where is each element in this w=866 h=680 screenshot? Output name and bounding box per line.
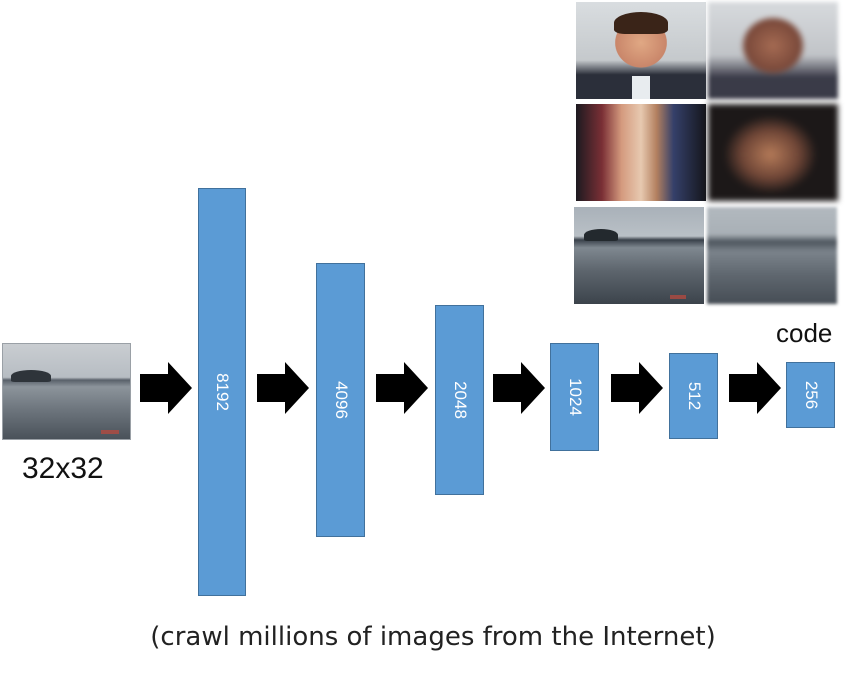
input-image-watermark (101, 430, 119, 434)
layer-2048: 2048 (435, 305, 484, 495)
lake-island (584, 229, 618, 241)
layer-label: 4096 (331, 381, 351, 419)
face-shirt (632, 76, 650, 99)
layer-4096: 4096 (316, 263, 365, 537)
layer-label: 1024 (565, 378, 585, 416)
layer-label: 256 (801, 380, 821, 410)
layer-512: 512 (669, 353, 718, 439)
arrow-icon (257, 362, 309, 414)
lake-original-image (574, 207, 704, 304)
caption: (crawl millions of images from the Inter… (150, 622, 716, 652)
group-photo-reconstruction-image (708, 104, 838, 201)
arrow-icon (729, 362, 781, 414)
layer-256: 256 (786, 362, 835, 428)
input-image-island (11, 370, 51, 382)
group-photo-original-image (576, 104, 706, 201)
layer-8192: 8192 (198, 188, 246, 596)
arrow-icon (376, 362, 428, 414)
layer-label: 512 (684, 381, 704, 411)
face-hair (614, 12, 668, 34)
layer-label: 8192 (213, 373, 232, 411)
input-size-label: 32x32 (22, 452, 104, 485)
arrow-icon (611, 362, 663, 414)
code-label: code (776, 318, 833, 348)
input-image (2, 343, 131, 440)
arrow-icon (493, 362, 545, 414)
face-original-image (576, 2, 706, 99)
layer-label: 2048 (450, 381, 470, 419)
lake-reconstruction-image (707, 207, 837, 304)
lake-watermark (670, 295, 686, 299)
arrow-icon (140, 362, 192, 414)
face-reconstruction-image (708, 2, 838, 99)
layer-1024: 1024 (550, 343, 599, 451)
